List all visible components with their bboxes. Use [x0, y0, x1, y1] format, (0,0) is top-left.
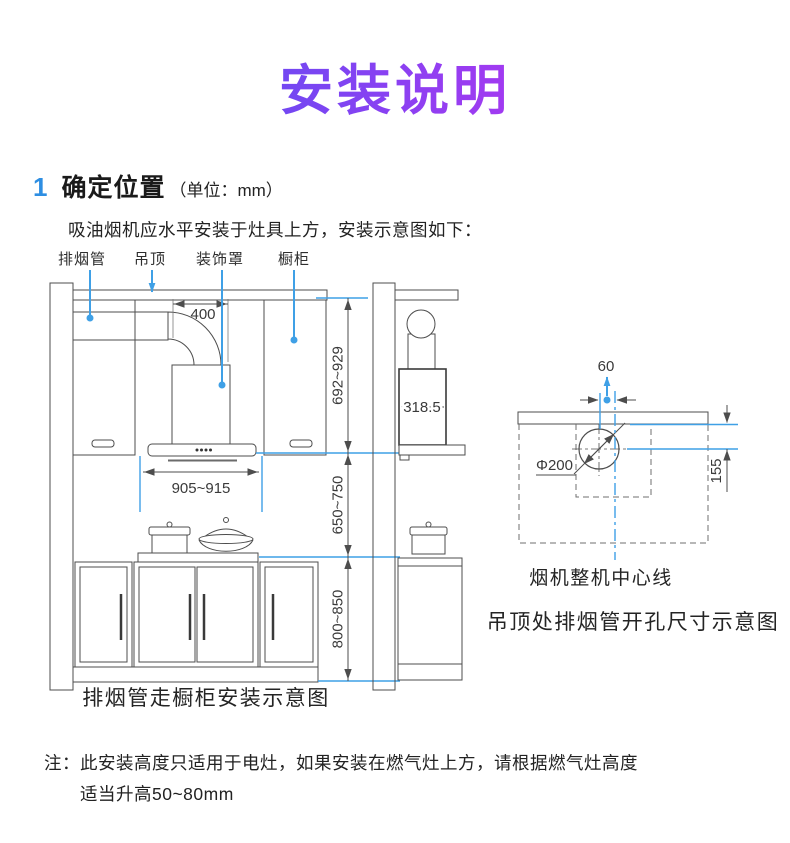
- note-block: 注： 此安装高度只适用于电灶，如果安装在燃气灶上方，请根据燃气灶高度 适当升高5…: [44, 748, 638, 810]
- dim-chimney-depth: 318.5: [403, 399, 441, 416]
- base-cabinet-left: [74, 561, 133, 668]
- wall-side: [372, 282, 396, 691]
- dim-hole-distance-group: 155: [708, 405, 731, 492]
- dim-ceiling-to-hood: 692~929: [330, 346, 347, 405]
- dim-duct-width: 400: [190, 306, 215, 323]
- hood-side: [398, 444, 466, 456]
- hood-buttons: [195, 448, 212, 452]
- counter-top: [137, 552, 259, 563]
- caption-front-view: 排烟管走橱柜安装示意图: [82, 687, 330, 710]
- dim-chimney-depth-group: 318.5: [401, 397, 444, 419]
- ceiling-side: [394, 289, 459, 301]
- label-cabinet: 橱柜: [278, 251, 310, 268]
- duct-loop: [406, 309, 436, 339]
- side-view-diagram: 318.5: [372, 282, 466, 691]
- height-dimension-chain: 692~929 650~750 800~850: [330, 298, 352, 681]
- dim-hole-offset: 60: [598, 358, 615, 375]
- dim-hood-width-group: 905~915: [139, 456, 263, 512]
- cooking-pot: [148, 521, 191, 554]
- note-line1: 此安装高度只适用于电灶，如果安装在燃气灶上方，请根据燃气灶高度: [80, 753, 638, 773]
- dim-counter-height: 800~850: [330, 590, 347, 649]
- inner-outline-dashed: [575, 424, 652, 498]
- wok: [198, 517, 254, 552]
- dim-400-group: 400: [172, 299, 229, 362]
- wall-left: [49, 282, 74, 691]
- dim-hole-diameter: Φ200: [536, 457, 573, 474]
- dim-hood-width: 905~915: [172, 480, 231, 497]
- base-cabinet-middle: [133, 561, 259, 668]
- unit-note: （单位：mm）: [169, 181, 283, 200]
- page-title: 安装说明: [0, 46, 790, 125]
- note-prefix: 注：: [44, 753, 80, 773]
- counter-side: [397, 557, 463, 681]
- section-number: 1: [33, 172, 48, 202]
- dim-hole-diameter-group: Φ200: [536, 422, 626, 476]
- upper-cabinet-left: [72, 299, 136, 456]
- caption-hole-diagram: 吊顶处排烟管开孔尺寸示意图: [487, 611, 780, 634]
- intro-text: 吸油烟机应水平安装于灶具上方，安装示意图如下：: [68, 220, 482, 240]
- ceiling-brick-course: [517, 411, 709, 425]
- hood-outline-dashed: [518, 424, 709, 544]
- cabinet-kick: [72, 666, 319, 683]
- base-cabinet-right: [259, 561, 319, 668]
- dim-hood-to-counter: 650~750: [330, 476, 347, 535]
- part-labels: 排烟管 吊顶 装饰罩 橱柜: [58, 251, 310, 389]
- section-title: 确定位置: [61, 174, 166, 202]
- dim-hole-distance: 155: [708, 458, 725, 483]
- pot-side: [409, 521, 448, 555]
- installation-diagram: 400: [49, 251, 780, 710]
- section-heading: 1 确定位置 （单位：mm）: [33, 168, 283, 204]
- label-ceiling: 吊顶: [134, 251, 166, 268]
- label-decorative-cover: 装饰罩: [196, 251, 244, 268]
- note-line2: 适当升高50~80mm: [80, 784, 234, 804]
- dim-hole-offset-group: 60: [580, 358, 636, 560]
- caption-centerline: 烟机整机中心线: [529, 567, 673, 589]
- ceiling-section: [72, 289, 328, 301]
- front-view-diagram: 400: [49, 282, 400, 710]
- hole-size-diagram: Φ200 60 155 烟机整机中心线 吊顶处排烟管开孔尺寸示意图: [487, 358, 780, 634]
- cabinet-handle: [91, 439, 115, 448]
- note-content: 此安装高度只适用于电灶，如果安装在燃气灶上方，请根据燃气灶高度 适当升高50~8…: [80, 748, 638, 810]
- cabinet-handle: [289, 439, 313, 448]
- label-exhaust-pipe: 排烟管: [58, 251, 106, 268]
- flex-duct: [407, 333, 436, 370]
